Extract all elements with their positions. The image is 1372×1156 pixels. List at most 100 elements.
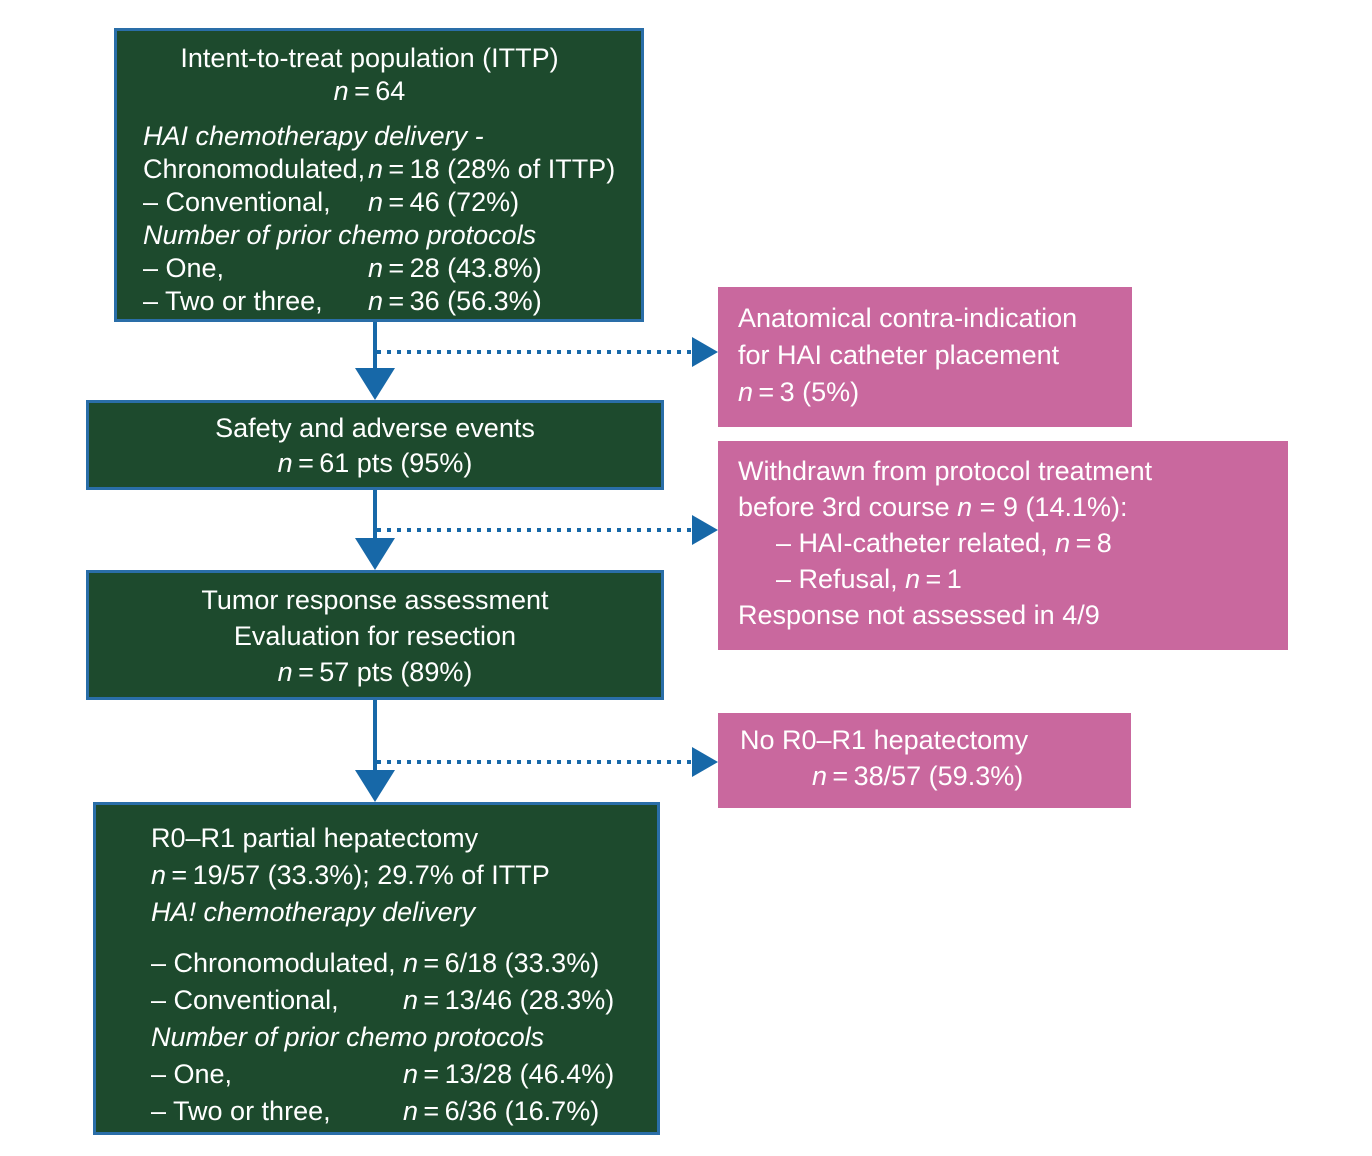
text-segment: Tumor response assessment (201, 585, 549, 615)
text-segment: n (368, 286, 384, 316)
arrow-safety-to-tumor (355, 490, 395, 570)
text-line: n = 38/57 (59.3%) (740, 758, 1131, 794)
label-column: – Chronomodulated, (151, 945, 403, 982)
branch-to-contraindication (377, 337, 718, 367)
text-segment: n (905, 564, 921, 594)
text-segment: n (812, 761, 828, 791)
text-line: Number of prior chemo protocols (151, 1019, 657, 1056)
text-segment: = 13/46 (28.3%) (418, 985, 615, 1015)
text-segment: n (1055, 528, 1071, 558)
arrowhead-right-icon (692, 337, 718, 367)
text-line: for HAI catheter placement (738, 337, 1132, 374)
text-segment: = 13/28 (46.4%) (418, 1059, 615, 1089)
text-segment: n (403, 1096, 419, 1126)
value-column: n = 46 (72%) (368, 187, 519, 217)
branch-to-withdrawn (377, 515, 718, 545)
text-segment: – Refusal, (776, 564, 906, 594)
value-column: n = 13/46 (28.3%) (403, 985, 614, 1015)
text-segment: R0–R1 partial hepatectomy (151, 823, 479, 853)
text-line: Evaluation for resection (89, 618, 661, 654)
text-segment: Withdrawn from protocol treatment (738, 456, 1153, 486)
text-segment: HAI chemotherapy delivery - (143, 121, 484, 151)
arrowhead-down-icon (355, 368, 395, 400)
label-column: – One, (151, 1056, 403, 1093)
value-column: n = 36 (56.3%) (368, 286, 542, 316)
text-segment: = 57 pts (89%) (292, 657, 473, 687)
text-line: – Two or three,n = 6/36 (16.7%) (151, 1093, 657, 1130)
text-segment: n (368, 154, 384, 184)
text-segment: = 3 (5%) (753, 377, 860, 407)
text-line: Response not assessed in 4/9 (738, 597, 1288, 633)
text-segment: n (403, 948, 419, 978)
text-line: – Refusal, n = 1 (738, 561, 1288, 597)
text-line: – HAI-catheter related, n = 8 (738, 525, 1288, 561)
text-segment: = 61 pts (95%) (292, 448, 473, 478)
label-column: – Conventional, (151, 982, 403, 1019)
text-segment: = 6/18 (33.3%) (418, 948, 600, 978)
text-segment: – One, (143, 253, 225, 283)
arrowhead-right-icon (692, 747, 718, 777)
text-line: – One,n = 13/28 (46.4%) (151, 1056, 657, 1093)
text-line: Anatomical contra-indication (738, 300, 1132, 337)
text-segment: – Chronomodulated, (151, 948, 396, 978)
text-segment: Anatomical contra-indication (738, 303, 1078, 333)
text-segment: Intent-to-treat population (ITTP) (180, 43, 559, 73)
label-column: – Two or three, (143, 285, 368, 318)
text-segment: n (277, 657, 293, 687)
text-segment: for HAI catheter placement (738, 340, 1060, 370)
text-line: – One,n = 28 (43.8%) (143, 252, 641, 285)
text-line: – Two or three, n = 36 (56.3%) (143, 285, 641, 318)
text-segment: Evaluation for resection (233, 621, 517, 651)
text-line: before 3rd course n = 9 (14.1%): (738, 489, 1288, 525)
arrowhead-down-icon (355, 770, 395, 802)
text-segment: – Two or three, (143, 286, 323, 316)
text-segment: = 46 (72%) (383, 187, 520, 217)
text-segment: = 28 (43.8%) (383, 253, 542, 283)
text-segment: = 19/57 (33.3%); 29.7% of ITTP (166, 860, 550, 890)
text-segment: n (957, 492, 973, 522)
text-segment: n (333, 76, 349, 106)
text-segment: = 1 (920, 564, 962, 594)
arrowhead-right-icon (692, 515, 718, 545)
text-segment: n (403, 985, 419, 1015)
text-segment: Safety and adverse events (215, 413, 535, 443)
text-segment: – HAI-catheter related, (776, 528, 1056, 558)
text-segment: = 8 (1070, 528, 1112, 558)
text-segment: n (403, 1059, 419, 1089)
text-segment: = 9 (14.1%): (972, 492, 1128, 522)
box-r0-r1-partial-hepatectomy: R0–R1 partial hepatectomy n = 19/57 (33.3… (93, 802, 660, 1135)
text-segment: Response not assessed in 4/9 (738, 600, 1100, 630)
text-segment: No R0–R1 hepatectomy (740, 725, 1029, 755)
text-segment: n (277, 448, 293, 478)
text-line: n = 3 (5%) (738, 374, 1132, 411)
value-column: n = 6/36 (16.7%) (403, 1096, 599, 1126)
text-line: Number of prior chemo protocols (143, 219, 641, 252)
text-line: Intent-to-treat population (ITTP) (143, 42, 641, 75)
text-line: Withdrawn from protocol treatment (738, 453, 1288, 489)
text-line: n = 61 pts (95%) (89, 446, 661, 481)
text-segment: – Conventional, (151, 985, 339, 1015)
text-segment: Number of prior chemo protocols (151, 1022, 545, 1052)
text-segment: n (738, 377, 754, 407)
text-line: R0–R1 partial hepatectomy (151, 820, 657, 857)
arrow-ittp-to-safety (355, 322, 395, 400)
label-column: – One, (143, 252, 368, 285)
text-line: Tumor response assessment (89, 582, 661, 618)
text-line: No R0–R1 hepatectomy (740, 722, 1131, 758)
text-line: Chronomodulated,n = 18 (28% of ITTP) (143, 153, 641, 186)
text-line: HA! chemotherapy delivery (151, 894, 657, 931)
branch-to-no-hepatectomy (377, 747, 718, 777)
text-line: HAI chemotherapy delivery - (143, 120, 641, 153)
text-segment: n (368, 187, 384, 217)
text-segment: = 64 (348, 76, 406, 106)
label-column: – Two or three, (151, 1093, 403, 1130)
value-column: n = 18 (28% of ITTP) (368, 154, 615, 184)
text-segment: HA! chemotherapy delivery (151, 897, 476, 927)
label-column: Chronomodulated, (143, 153, 368, 186)
